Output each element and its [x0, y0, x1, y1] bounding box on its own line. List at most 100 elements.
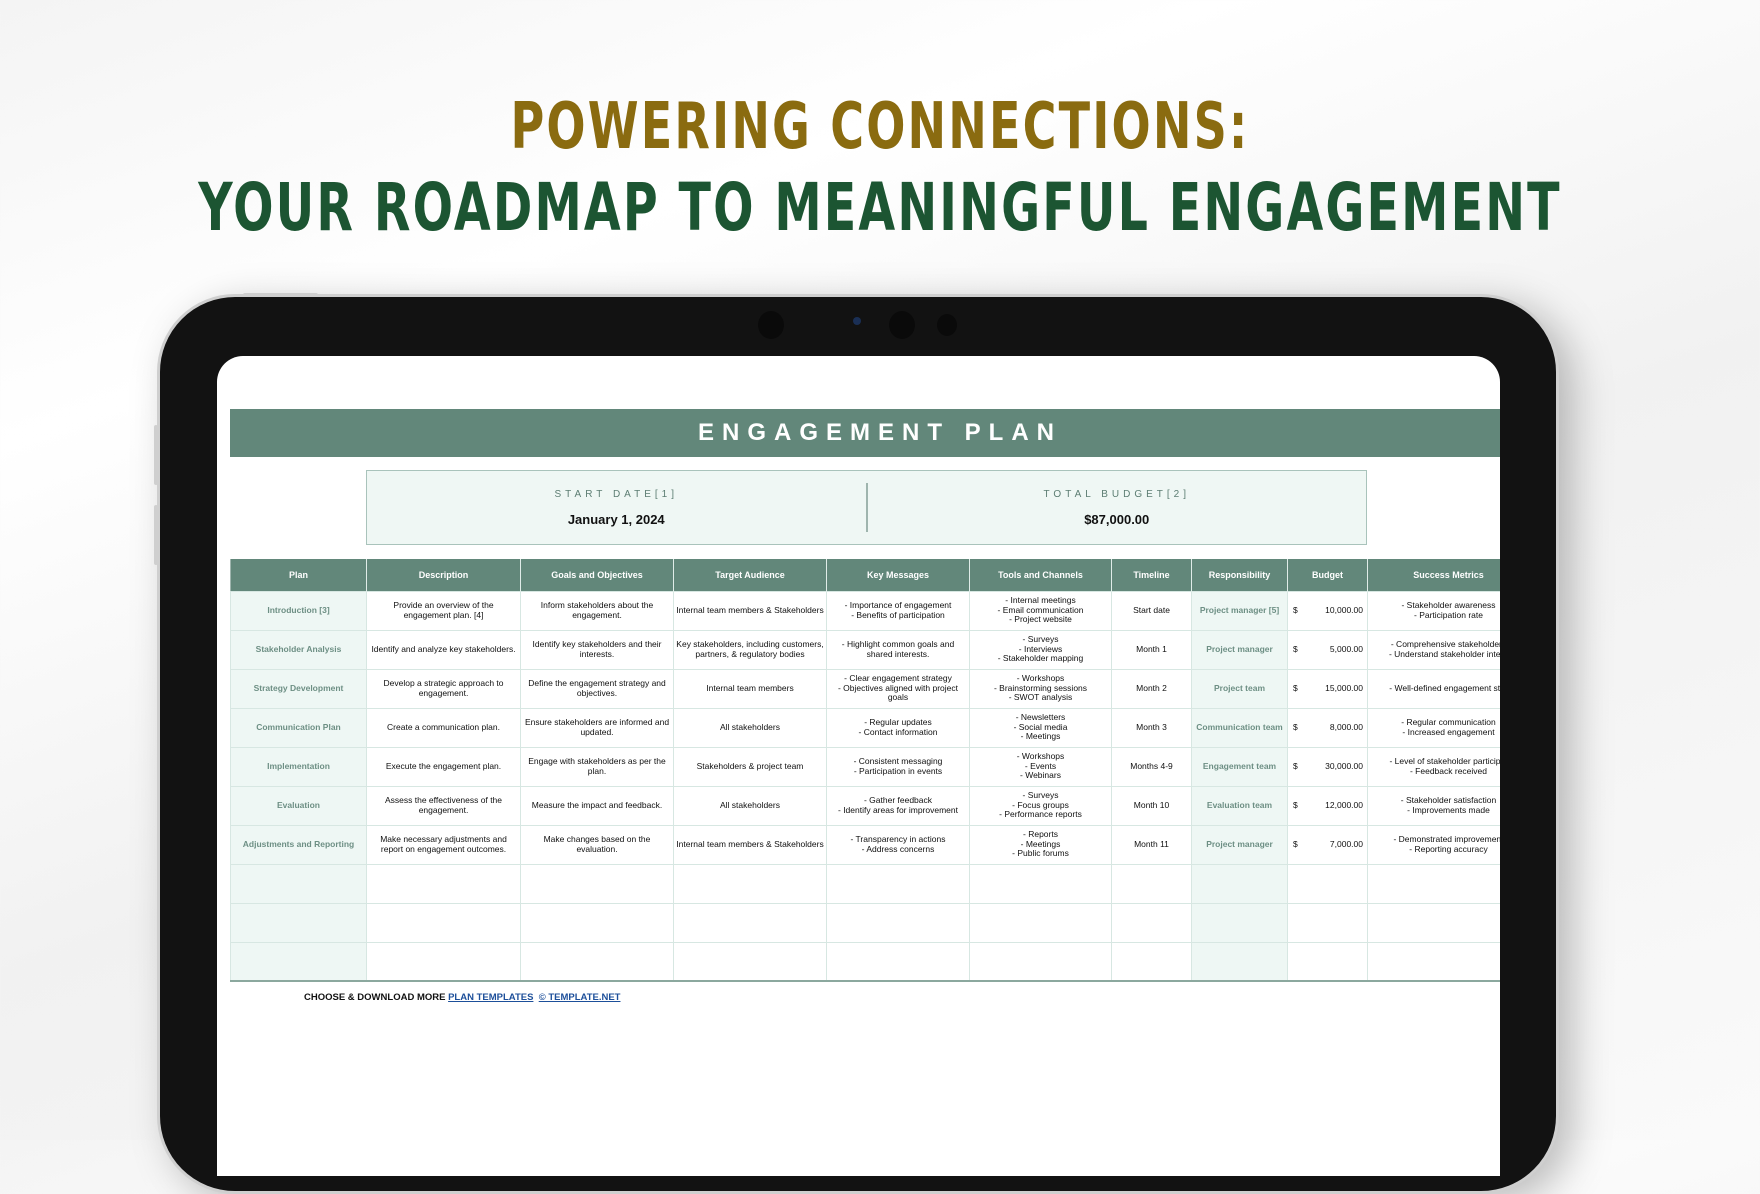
empty-cell[interactable]	[1287, 941, 1368, 982]
cell-messages[interactable]: - Importance of engagement - Benefits of…	[826, 590, 970, 631]
empty-cell[interactable]	[1367, 863, 1500, 904]
column-header[interactable]: Goals and Objectives	[520, 559, 674, 591]
cell-budget[interactable]: $15,000.00	[1287, 668, 1368, 709]
cell-timeline[interactable]: Month 2	[1111, 668, 1192, 709]
column-header[interactable]: Target Audience	[673, 559, 827, 591]
empty-cell[interactable]	[230, 863, 367, 904]
cell-plan[interactable]: Communication Plan	[230, 707, 367, 748]
cell-timeline[interactable]: Months 4-9	[1111, 746, 1192, 787]
start-date-value[interactable]: January 1, 2024	[567, 512, 665, 527]
plan-templates-link[interactable]: PLAN TEMPLATES	[448, 992, 534, 1003]
empty-cell[interactable]	[1287, 902, 1368, 943]
empty-cell[interactable]	[673, 941, 827, 982]
empty-cell[interactable]	[1191, 902, 1288, 943]
cell-responsibility[interactable]: Project manager	[1191, 629, 1288, 670]
cell-messages[interactable]: - Gather feedback - Identify areas for i…	[826, 785, 970, 826]
cell-audience[interactable]: Key stakeholders, including customers, p…	[673, 629, 827, 670]
empty-cell[interactable]	[230, 941, 367, 982]
column-header[interactable]: Success Metrics	[1367, 559, 1500, 591]
cell-audience[interactable]: Internal team members & Stakeholders	[673, 590, 827, 631]
cell-responsibility[interactable]: Project team	[1191, 668, 1288, 709]
total-budget-value[interactable]: $87,000.00	[1084, 512, 1150, 527]
empty-cell[interactable]	[826, 902, 970, 943]
cell-timeline[interactable]: Month 3	[1111, 707, 1192, 748]
cell-timeline[interactable]: Month 1	[1111, 629, 1192, 670]
cell-budget[interactable]: $30,000.00	[1287, 746, 1368, 787]
cell-description[interactable]: Provide an overview of the engagement pl…	[366, 590, 521, 631]
cell-budget[interactable]: $5,000.00	[1287, 629, 1368, 670]
cell-responsibility[interactable]: Project manager	[1191, 824, 1288, 865]
cell-tools[interactable]: - Workshops - Events - Webinars	[969, 746, 1112, 787]
cell-metrics[interactable]: - Well-defined engagement stra	[1367, 668, 1500, 709]
cell-timeline[interactable]: Month 11	[1111, 824, 1192, 865]
cell-metrics[interactable]: - Level of stakeholder participat - Feed…	[1367, 746, 1500, 787]
cell-messages[interactable]: - Transparency in actions - Address conc…	[826, 824, 970, 865]
cell-tools[interactable]: - Workshops - Brainstorming sessions - S…	[969, 668, 1112, 709]
cell-metrics[interactable]: - Stakeholder satisfaction - Improvement…	[1367, 785, 1500, 826]
cell-description[interactable]: Identify and analyze key stakeholders.	[366, 629, 521, 670]
empty-cell[interactable]	[520, 902, 674, 943]
cell-audience[interactable]: Stakeholders & project team	[673, 746, 827, 787]
cell-plan[interactable]: Evaluation	[230, 785, 367, 826]
cell-responsibility[interactable]: Communication team	[1191, 707, 1288, 748]
cell-plan[interactable]: Strategy Development	[230, 668, 367, 709]
cell-audience[interactable]: Internal team members & Stakeholders	[673, 824, 827, 865]
cell-metrics[interactable]: - Stakeholder awareness - Participation …	[1367, 590, 1500, 631]
cell-budget[interactable]: $10,000.00	[1287, 590, 1368, 631]
empty-cell[interactable]	[230, 902, 367, 943]
cell-messages[interactable]: - Clear engagement strategy - Objectives…	[826, 668, 970, 709]
cell-plan[interactable]: Stakeholder Analysis	[230, 629, 367, 670]
empty-cell[interactable]	[1191, 941, 1288, 982]
column-header[interactable]: Budget	[1287, 559, 1368, 591]
cell-tools[interactable]: - Internal meetings - Email communicatio…	[969, 590, 1112, 631]
cell-plan[interactable]: Introduction [3]	[230, 590, 367, 631]
cell-messages[interactable]: - Regular updates - Contact information	[826, 707, 970, 748]
empty-cell[interactable]	[1111, 863, 1192, 904]
cell-timeline[interactable]: Month 10	[1111, 785, 1192, 826]
cell-description[interactable]: Make necessary adjustments and report on…	[366, 824, 521, 865]
cell-metrics[interactable]: - Comprehensive stakeholder l - Understa…	[1367, 629, 1500, 670]
cell-audience[interactable]: Internal team members	[673, 668, 827, 709]
empty-cell[interactable]	[826, 863, 970, 904]
cell-goals[interactable]: Measure the impact and feedback.	[520, 785, 674, 826]
empty-cell[interactable]	[520, 941, 674, 982]
column-header[interactable]: Tools and Channels	[969, 559, 1112, 591]
cell-plan[interactable]: Implementation	[230, 746, 367, 787]
cell-responsibility[interactable]: Engagement team	[1191, 746, 1288, 787]
cell-goals[interactable]: Ensure stakeholders are informed and upd…	[520, 707, 674, 748]
empty-cell[interactable]	[366, 863, 521, 904]
cell-responsibility[interactable]: Evaluation team	[1191, 785, 1288, 826]
empty-cell[interactable]	[366, 902, 521, 943]
column-header[interactable]: Responsibility	[1191, 559, 1288, 591]
empty-cell[interactable]	[1367, 902, 1500, 943]
template-net-link[interactable]: © TEMPLATE.NET	[538, 992, 621, 1003]
empty-cell[interactable]	[673, 902, 827, 943]
empty-cell[interactable]	[1287, 863, 1368, 904]
cell-description[interactable]: Assess the effectiveness of the engageme…	[366, 785, 521, 826]
cell-audience[interactable]: All stakeholders	[673, 707, 827, 748]
cell-budget[interactable]: $12,000.00	[1287, 785, 1368, 826]
cell-description[interactable]: Create a communication plan.	[366, 707, 521, 748]
column-header[interactable]: Key Messages	[826, 559, 970, 591]
cell-tools[interactable]: - Surveys - Focus groups - Performance r…	[969, 785, 1112, 826]
cell-plan[interactable]: Adjustments and Reporting	[230, 824, 367, 865]
cell-goals[interactable]: Engage with stakeholders as per the plan…	[520, 746, 674, 787]
empty-cell[interactable]	[969, 863, 1112, 904]
empty-cell[interactable]	[673, 863, 827, 904]
empty-cell[interactable]	[1191, 863, 1288, 904]
empty-cell[interactable]	[520, 863, 674, 904]
cell-tools[interactable]: - Reports - Meetings - Public forums	[969, 824, 1112, 865]
cell-description[interactable]: Execute the engagement plan.	[366, 746, 521, 787]
cell-tools[interactable]: - Newsletters - Social media - Meetings	[969, 707, 1112, 748]
cell-budget[interactable]: $8,000.00	[1287, 707, 1368, 748]
cell-budget[interactable]: $7,000.00	[1287, 824, 1368, 865]
cell-metrics[interactable]: - Regular communication - Increased enga…	[1367, 707, 1500, 748]
cell-timeline[interactable]: Start date	[1111, 590, 1192, 631]
empty-cell[interactable]	[1111, 941, 1192, 982]
cell-messages[interactable]: - Highlight common goals and shared inte…	[826, 629, 970, 670]
cell-messages[interactable]: - Consistent messaging - Participation i…	[826, 746, 970, 787]
cell-responsibility[interactable]: Project manager [5]	[1191, 590, 1288, 631]
empty-cell[interactable]	[1111, 902, 1192, 943]
empty-cell[interactable]	[969, 902, 1112, 943]
empty-cell[interactable]	[969, 941, 1112, 982]
